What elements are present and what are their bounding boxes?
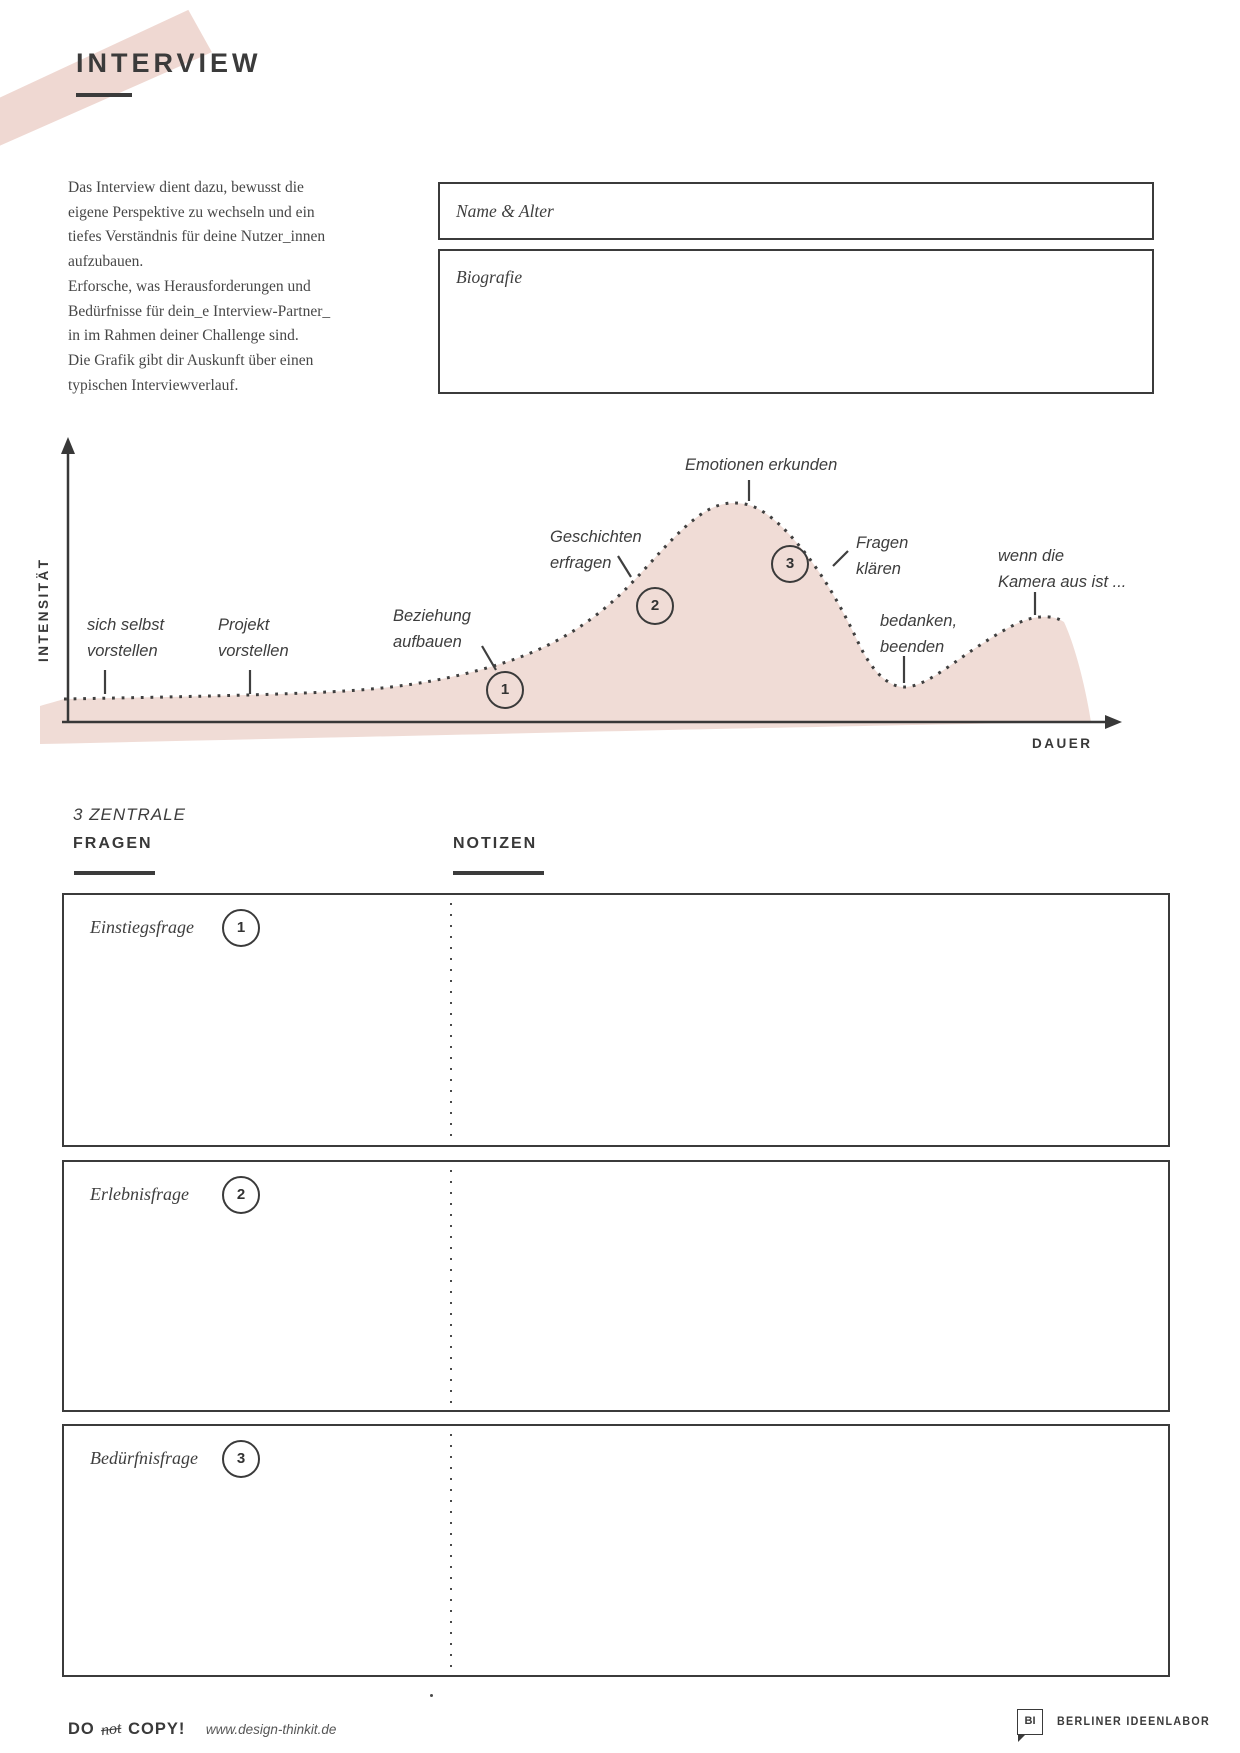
- notes-area-3[interactable]: [460, 1426, 1168, 1675]
- questions-header-line1: 3 ZENTRALE: [73, 805, 186, 824]
- curve-marker-3: 3: [771, 545, 809, 583]
- question-number-3: 3: [222, 1440, 260, 1478]
- intro-text: Das Interview dient dazu, bewusst die ei…: [68, 179, 331, 394]
- curve-area-fill: [40, 502, 1091, 744]
- footer-copyline: DO not COPY! www.design-thinkit.de: [68, 1720, 336, 1739]
- question-label-1: Einstiegsfrage: [90, 917, 194, 937]
- question-box-beduerfnisfrage[interactable]: Bedürfnisfrage 3: [62, 1424, 1170, 1677]
- title-underline: [76, 93, 132, 97]
- intensity-curve: [63, 501, 1065, 701]
- logo-name: BERLINER IDEENLABOR: [1057, 1716, 1211, 1728]
- question-label-2: Erlebnisfrage: [90, 1184, 189, 1204]
- notes-divider-1: [450, 903, 452, 1141]
- curve-marker-1: 1: [486, 671, 524, 709]
- biography-field[interactable]: Biografie: [438, 249, 1154, 394]
- tick-relationship: [481, 645, 497, 671]
- footer-copy: COPY!: [128, 1720, 186, 1738]
- x-axis-arrowhead: [1105, 715, 1122, 729]
- logo-tail: [1018, 1735, 1025, 1742]
- page-title: INTERVIEW: [76, 48, 262, 78]
- annotation-relationship: Beziehung aufbauen: [393, 607, 471, 651]
- annotation-camera: wenn die Kamera aus ist ...: [998, 547, 1127, 591]
- annotation-intro-self: sich selbst vorstellen: [87, 616, 165, 660]
- name-age-label: Name & Alter: [456, 201, 554, 221]
- annotation-clarify: Fragen klären: [856, 534, 909, 578]
- question-box-einstiegsfrage[interactable]: Einstiegsfrage 1: [62, 893, 1170, 1147]
- annotation-thanks: bedanken, beenden: [880, 612, 958, 656]
- interview-curve-chart: [40, 437, 1122, 744]
- x-axis-label: DAUER: [1032, 736, 1093, 751]
- annotation-project: Projekt vorstellen: [218, 616, 289, 660]
- footer-url[interactable]: www.design-thinkit.de: [205, 1722, 337, 1737]
- notes-header: NOTIZEN: [453, 835, 538, 852]
- notes-area-2[interactable]: [460, 1162, 1168, 1410]
- annotation-emotions: Emotionen erkunden: [685, 456, 838, 474]
- question-number-1: 1: [222, 909, 260, 947]
- name-age-field[interactable]: Name & Alter: [438, 182, 1154, 240]
- y-axis-label: INTENSITÄT: [36, 557, 51, 663]
- biography-label: Biografie: [456, 267, 523, 287]
- logo-bi-mark: BI: [1017, 1709, 1043, 1735]
- notizen-underline: [453, 871, 544, 875]
- question-box-erlebnisfrage[interactable]: Erlebnisfrage 2: [62, 1160, 1170, 1412]
- question-number-2: 2: [222, 1176, 260, 1214]
- tick-clarify: [832, 550, 849, 567]
- question-label-3: Bedürfnisfrage: [90, 1448, 198, 1468]
- notes-divider-2: [450, 1170, 452, 1406]
- questions-header-line2: FRAGEN: [73, 835, 153, 852]
- curve-marker-2: 2: [636, 587, 674, 625]
- notes-area-1[interactable]: [460, 895, 1168, 1145]
- tick-stories: [617, 555, 632, 578]
- annotation-stories: Geschichten erfragen: [550, 528, 642, 572]
- footer-not-strikethrough: not: [100, 1719, 123, 1740]
- footer-do: DO: [68, 1720, 95, 1738]
- fragen-underline: [74, 871, 155, 875]
- y-axis-arrowhead: [61, 437, 75, 454]
- notes-divider-3: [450, 1434, 452, 1671]
- brand-logo: BI BERLINER IDEENLABOR: [1017, 1709, 1209, 1742]
- divider-dot: [430, 1694, 433, 1697]
